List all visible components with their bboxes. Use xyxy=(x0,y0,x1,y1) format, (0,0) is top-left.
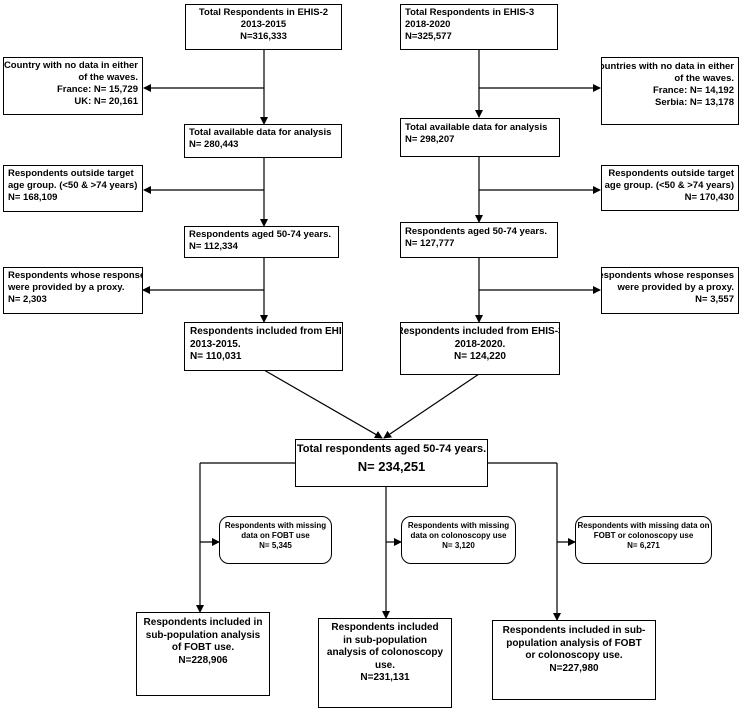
missing-colonoscopy-line2: data on colonoscopy use xyxy=(410,531,507,540)
ehis2-total-line3: N=316,333 xyxy=(240,30,287,42)
ehis3-available-line1: Total available data for analysis xyxy=(405,122,548,133)
ehis3-aged-line2: N= 127,777 xyxy=(405,237,455,249)
ehis2-outside-age-line3: N= 168,109 xyxy=(8,191,58,203)
subpop-either-line1: Respondents included in sub- xyxy=(502,625,646,636)
subpop-colonoscopy-line3: analysis of colonoscopy xyxy=(326,647,444,658)
subpop-colonoscopy-box: Respondents included in sub-population a… xyxy=(318,618,452,708)
missing-fobt-box: Respondents with missing data on FOBT us… xyxy=(219,516,332,564)
subpop-fobt-line2: sub-population analysis xyxy=(145,629,261,641)
ehis3-included-line1: Respondents included from EHIS-3 xyxy=(400,326,560,337)
arrow-included3-to-combined xyxy=(383,373,480,439)
ehis2-aged-line2: N= 112,334 xyxy=(189,240,238,252)
ehis2-outside-age-line1: Respondents outside target xyxy=(8,168,134,179)
missing-either-line2: FOBT or colonoscopy use xyxy=(593,531,694,540)
ehis3-included-box: Respondents included from EHIS-3 2018-20… xyxy=(400,322,560,375)
ehis3-included-line2: 2018-2020. xyxy=(454,338,506,350)
arrow-included2-to-combined xyxy=(263,369,383,439)
subpop-colonoscopy-line2: in sub-population xyxy=(343,634,427,646)
subpop-either-line3: or colonoscopy use. xyxy=(525,650,623,661)
combined-total-line2: N= 234,251 xyxy=(357,458,426,474)
ehis3-no-data-line1: Countries with no data in either xyxy=(601,61,734,72)
ehis2-available-line1: Total available data for analysis xyxy=(189,127,332,138)
ehis3-no-data-line4: Serbia: N= 13,178 xyxy=(655,96,734,108)
ehis3-proxy-line2: were provided by a proxy. xyxy=(617,281,734,293)
subpop-either-box: Respondents included in sub- population … xyxy=(492,620,656,700)
ehis2-proxy-line2: were provided by a proxy. xyxy=(8,281,125,293)
ehis3-total-box: Total Respondents in EHIS-3 2018-2020 N=… xyxy=(400,4,558,50)
ehis3-outside-age-box: Respondents outside target age group. (<… xyxy=(601,165,739,211)
missing-colonoscopy-box: Respondents with missing data on colonos… xyxy=(401,516,516,564)
ehis2-proxy-line1: Respondents whose responses xyxy=(8,270,143,281)
ehis2-proxy-line3: N= 2,303 xyxy=(8,293,47,305)
ehis3-total-line2: 2018-2020 xyxy=(405,18,451,30)
ehis3-outside-age-line1: Respondents outside target xyxy=(608,168,734,179)
ehis3-available-box: Total available data for analysis N= 298… xyxy=(400,118,560,157)
ehis2-aged-box: Respondents aged 50-74 years. N= 112,334 xyxy=(184,226,339,258)
ehis2-included-box: Respondents included from EHIS-2 2013-20… xyxy=(184,322,343,371)
subpop-colonoscopy-line5: N=231,131 xyxy=(360,672,410,683)
ehis3-proxy-box: Respondents whose responses were provide… xyxy=(601,267,739,314)
ehis3-aged-line1: Respondents aged 50-74 years. xyxy=(405,226,548,237)
missing-either-line1: Respondents with missing data on xyxy=(577,521,710,530)
missing-fobt-line3: N= 5,345 xyxy=(259,541,292,550)
ehis3-aged-box: Respondents aged 50-74 years. N= 127,777 xyxy=(400,222,558,258)
ehis3-available-line2: N= 298,207 xyxy=(405,133,455,145)
ehis2-outside-age-line2: age group. (<50 & >74 years) xyxy=(8,179,138,191)
ehis2-included-line2: 2013-2015. xyxy=(190,338,241,350)
ehis2-available-box: Total available data for analysis N= 280… xyxy=(184,124,342,158)
subpop-fobt-box: Respondents included in sub-population a… xyxy=(136,612,270,696)
ehis3-no-data-line3: France: N= 14,192 xyxy=(652,84,734,96)
ehis3-total-line1: Total Respondents in EHIS-3 xyxy=(405,7,535,18)
missing-colonoscopy-line1: Respondents with missing xyxy=(407,521,510,530)
subpop-either-line2: population analysis of FOBT xyxy=(506,637,642,649)
ehis2-no-data-line2: of the waves. xyxy=(78,71,138,83)
ehis2-outside-age-box: Respondents outside target age group. (<… xyxy=(3,165,143,212)
missing-fobt-line2: data on FOBT use xyxy=(241,531,310,540)
ehis2-no-data-box: Country with no data in either of the wa… xyxy=(3,57,143,115)
combined-total-box: Total respondents aged 50-74 years. N= 2… xyxy=(295,439,488,487)
subpop-colonoscopy-line1: Respondents included xyxy=(331,622,439,633)
ehis3-outside-age-line2: age group. (<50 & >74 years) xyxy=(604,179,734,191)
ehis3-included-line3: N= 124,220 xyxy=(454,351,506,362)
ehis3-total-line3: N=325,577 xyxy=(405,30,452,42)
combined-total-line1: Total respondents aged 50-74 years. xyxy=(296,443,487,455)
ehis2-no-data-line3: France: N= 15,729 xyxy=(56,83,138,95)
subpop-fobt-line1: Respondents included in xyxy=(143,617,263,628)
missing-either-box: Respondents with missing data on FOBT or… xyxy=(575,516,712,564)
ehis2-total-line2: 2013-2015 xyxy=(240,18,287,30)
missing-fobt-line1: Respondents with missing xyxy=(224,521,327,530)
ehis2-included-line3: N= 110,031 xyxy=(190,351,242,362)
ehis3-proxy-line1: Respondents whose responses xyxy=(601,270,734,281)
ehis2-included-line1: Respondents included from EHIS-2 xyxy=(190,326,343,337)
ehis2-aged-line1: Respondents aged 50-74 years. xyxy=(189,229,332,240)
ehis3-proxy-line3: N= 3,557 xyxy=(695,293,734,305)
missing-colonoscopy-line3: N= 3,120 xyxy=(442,541,475,550)
ehis3-no-data-line2: of the waves. xyxy=(674,72,734,84)
ehis2-no-data-line1: Country with no data in either xyxy=(3,60,138,71)
subpop-fobt-line3: of FOBT use. xyxy=(171,642,235,653)
ehis3-no-data-box: Countries with no data in either of the … xyxy=(601,57,739,125)
ehis2-available-line2: N= 280,443 xyxy=(189,138,239,150)
missing-either-line3: N= 6,271 xyxy=(627,541,660,550)
subpop-colonoscopy-line4: use. xyxy=(374,659,395,671)
ehis2-total-box: Total Respondents in EHIS-2 2013-2015 N=… xyxy=(185,4,342,50)
subpop-either-line4: N=227,980 xyxy=(549,662,599,674)
ehis2-proxy-box: Respondents whose responses were provide… xyxy=(3,267,143,314)
ehis2-total-line1: Total Respondents in EHIS-2 xyxy=(198,7,329,18)
subpop-fobt-line4: N=228,906 xyxy=(178,654,228,666)
ehis3-outside-age-line3: N= 170,430 xyxy=(684,191,734,203)
ehis2-no-data-line4: UK: N= 20,161 xyxy=(74,95,138,107)
